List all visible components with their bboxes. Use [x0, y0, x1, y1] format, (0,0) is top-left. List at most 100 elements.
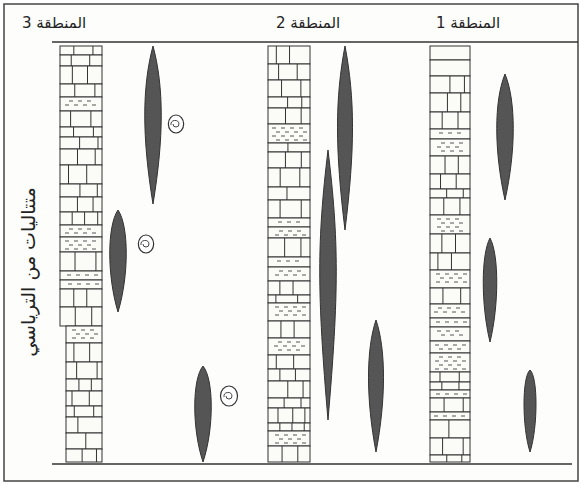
marl-dash	[461, 416, 465, 417]
marl-dash	[274, 346, 278, 347]
marl-dash	[275, 443, 279, 444]
rock-layer	[268, 446, 310, 462]
rock-layer	[430, 174, 470, 189]
rock-layer	[430, 112, 470, 129]
region-label: المنطقة 3	[22, 14, 86, 32]
marl-dash	[275, 275, 279, 276]
brick-joint	[93, 127, 94, 137]
brick-joint	[275, 295, 276, 303]
rock-layer	[66, 417, 102, 433]
marl-dash	[278, 350, 282, 351]
marl-dash	[65, 105, 69, 106]
brick-joint	[448, 420, 449, 438]
brick-joint	[284, 398, 285, 408]
marl-dash	[278, 342, 282, 343]
marl-dash	[302, 435, 306, 436]
brick-joint	[301, 398, 302, 408]
marl-dash	[436, 394, 440, 395]
marl-dash	[293, 315, 297, 316]
marl-dash	[74, 249, 78, 250]
brick-joint	[297, 64, 298, 80]
marl-dash	[297, 311, 301, 312]
rock-layer	[60, 307, 102, 326]
brick-joint	[86, 289, 87, 307]
marl-dash	[293, 435, 297, 436]
marl-dash	[455, 331, 459, 332]
marl-dash	[90, 338, 94, 339]
marl-dash	[94, 275, 98, 276]
brick-joint	[458, 156, 459, 174]
brick-joint	[73, 343, 74, 362]
brick-joint	[451, 253, 452, 270]
marl-dash	[287, 342, 291, 343]
marl-dash	[445, 282, 449, 283]
marl-dash	[285, 140, 289, 141]
brick-joint	[455, 234, 456, 253]
marl-dash	[276, 132, 280, 133]
rock-layer	[60, 127, 102, 137]
brick-joint	[79, 137, 80, 149]
brick-joint	[463, 189, 464, 198]
brick-joint	[460, 288, 461, 304]
brick-joint	[68, 165, 69, 184]
marl-dash	[83, 249, 87, 250]
marl-dash	[450, 223, 454, 224]
ammonite-spiral	[224, 392, 232, 399]
marl-dash	[462, 369, 466, 370]
marl-dash	[87, 229, 91, 230]
rock-layer	[268, 238, 310, 257]
marl-dash	[275, 307, 279, 308]
brick-joint	[280, 321, 281, 338]
marl-dash	[87, 101, 91, 102]
brick-joint	[301, 108, 302, 124]
marl-dash	[77, 284, 81, 285]
fossil-ranges	[110, 46, 536, 462]
brick-joint	[442, 438, 443, 455]
brick-joint	[276, 355, 277, 369]
marl-dash	[463, 394, 467, 395]
marl-dash	[85, 334, 89, 335]
marl-dash	[450, 335, 454, 336]
marl-dash	[299, 136, 303, 137]
brick-joint	[284, 238, 285, 257]
marl-dash	[454, 394, 458, 395]
marl-dash	[435, 361, 439, 362]
brick-joint	[70, 111, 71, 127]
brick-joint	[78, 379, 79, 391]
marl-dash	[68, 284, 72, 285]
brick-joint	[449, 76, 450, 93]
marl-dash	[453, 369, 457, 370]
marl-dash	[278, 222, 282, 223]
marl-dash	[293, 307, 297, 308]
marl-dash	[441, 223, 445, 224]
marl-dash	[434, 312, 438, 313]
marl-dash	[459, 143, 463, 144]
brick-joint	[72, 391, 73, 406]
rock-layer	[430, 420, 470, 438]
header-line	[52, 41, 578, 43]
marl-dash	[457, 133, 461, 134]
fossil-range	[195, 366, 212, 462]
rock-layer	[430, 353, 470, 372]
marl-dash	[450, 151, 454, 152]
marl-dash	[457, 349, 461, 350]
marl-dash	[454, 274, 458, 275]
marl-dash	[288, 231, 292, 232]
brick-joint	[293, 355, 294, 369]
marl-dash	[279, 439, 283, 440]
marl-dash	[439, 349, 443, 350]
marl-dash	[297, 231, 301, 232]
rock-layer	[60, 184, 102, 197]
rock-layer	[268, 168, 310, 187]
brick-joint	[442, 288, 443, 304]
marl-dash	[67, 275, 71, 276]
marl-dash	[294, 132, 298, 133]
rock-layer	[60, 165, 102, 184]
rock-layer	[268, 46, 310, 64]
brick-joint	[89, 55, 90, 66]
marl-dash	[302, 235, 306, 236]
brick-joint	[439, 372, 440, 382]
marl-dash	[436, 274, 440, 275]
rock-layer	[66, 326, 102, 343]
brick-joint	[85, 433, 86, 449]
